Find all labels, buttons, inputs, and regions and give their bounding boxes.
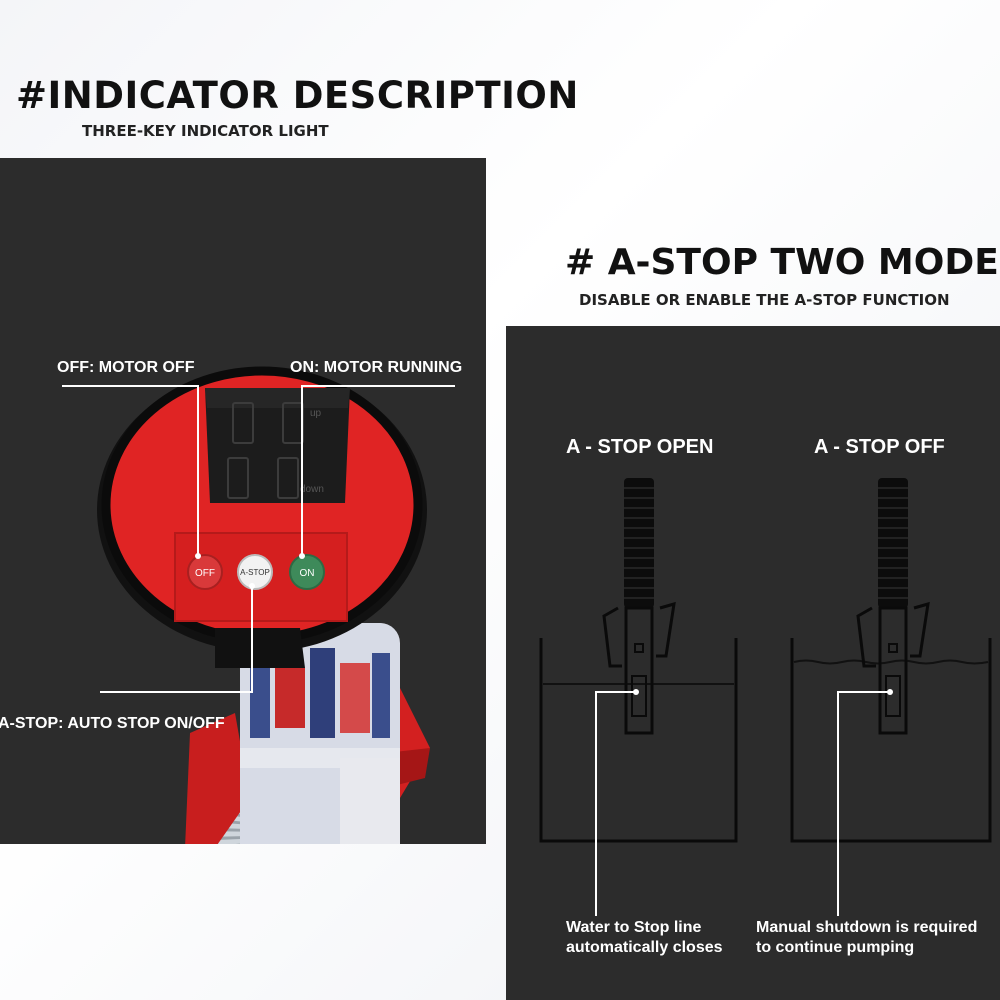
astop-modes-panel: A - STOP OPEN A - STOP OFF [506, 326, 1000, 1000]
pump-device-illustration: up down OFF A-STOP ON [62, 366, 455, 844]
diagram-off [790, 478, 992, 916]
indicator-title: #INDICATOR DESCRIPTION [16, 74, 579, 117]
battery-up-label: up [310, 408, 322, 419]
mode-open-caption-line1: Water to Stop line [566, 919, 702, 936]
on-button: ON [300, 568, 315, 579]
off-label: OFF: MOTOR OFF [57, 359, 195, 376]
indicator-subtitle: THREE-KEY INDICATOR LIGHT [82, 122, 329, 140]
mode-off-title: A - STOP OFF [814, 436, 945, 458]
on-label: ON: MOTOR RUNNING [290, 359, 463, 376]
callout-lines [62, 385, 455, 693]
indicator-panel: up down OFF A-STOP ON OFF: MOTOR OFF ON:… [0, 158, 486, 844]
mode-off-caption-line1: Manual shutdown is required [756, 919, 978, 936]
mode-open-caption-line2: automatically closes [566, 939, 723, 956]
astop-button: A-STOP [240, 568, 270, 577]
mode-off-caption: Manual shutdown is required to continue … [756, 918, 977, 958]
astop-title: # A-STOP TWO MODES [565, 242, 1000, 283]
mode-open-caption: Water to Stop line automatically closes [566, 918, 723, 958]
mode-off-caption-line2: to continue pumping [756, 939, 915, 956]
off-button: OFF [195, 568, 215, 579]
battery-down-label: down [300, 484, 324, 495]
astop-label: A-STOP: AUTO STOP ON/OFF [0, 715, 225, 732]
diagram-open [539, 478, 738, 916]
astop-subtitle: DISABLE OR ENABLE THE A-STOP FUNCTION [579, 291, 950, 309]
astop-diagrams [539, 478, 992, 916]
mode-open-title: A - STOP OPEN [566, 436, 714, 458]
